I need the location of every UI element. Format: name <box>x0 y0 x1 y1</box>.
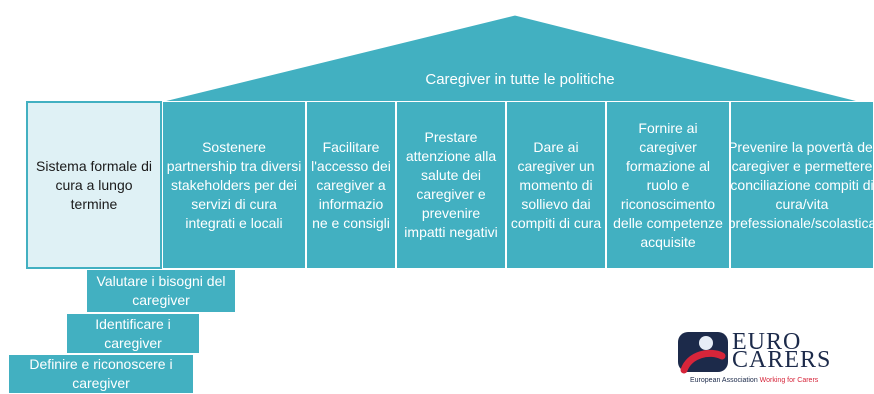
pillar-partnership: Sostenere partnership tra diversi stakeh… <box>162 101 306 269</box>
pillar-respite: Dare ai caregiver un momento di sollievo… <box>506 101 606 269</box>
base-box-label: Sistema formale di cura a lungo termine <box>36 157 152 212</box>
step-define-recognize: Definire e riconoscere i caregiver <box>8 354 194 394</box>
logo-text-euro: EURO <box>732 329 802 355</box>
pillar-label: Sostenere partnership tra diversi stakeh… <box>166 138 302 231</box>
pillar-label: Dare ai caregiver un momento di sollievo… <box>510 138 602 231</box>
pillar-label: Facilitare l'accesso dei caregiver a inf… <box>311 138 391 231</box>
pillar-information-access: Facilitare l'accesso dei caregiver a inf… <box>306 101 396 269</box>
pillar-label: Prestare attenzione alla salute dei care… <box>404 129 498 240</box>
pillar-poverty-prevention: Prevenire la povertà dei caregiver e per… <box>730 101 874 269</box>
pillar-label: Fornire ai caregiver formazione al ruolo… <box>613 119 723 250</box>
step-assess-needs: Valutare i bisogni del caregiver <box>86 269 236 313</box>
step-label: Valutare i bisogni del caregiver <box>96 273 226 308</box>
base-box-long-term-care: Sistema formale di cura a lungo termine <box>26 101 162 269</box>
logo-text-carers: CARERS <box>732 347 832 373</box>
logo-tagline-part2: Working for Carers <box>759 377 819 384</box>
step-identify-caregivers: Identificare i caregiver <box>66 313 200 354</box>
pillar-label: Prevenire la povertà dei caregiver e per… <box>730 138 874 231</box>
step-label: Definire e riconoscere i caregiver <box>29 356 173 391</box>
pillar-health: Prestare attenzione alla salute dei care… <box>396 101 506 269</box>
logo-tagline-part1: European Association <box>690 377 760 384</box>
eurocarers-logo-mark <box>678 332 728 374</box>
pillar-training: Fornire ai caregiver formazione al ruolo… <box>606 101 730 269</box>
logo-tagline: European Association Working for Carers <box>690 376 818 385</box>
step-label: Identificare i caregiver <box>95 315 171 351</box>
eurocarers-logo: EURO CARERS European Association Working… <box>676 326 862 388</box>
roof-label: Caregiver in tutte le politiche <box>425 71 615 88</box>
